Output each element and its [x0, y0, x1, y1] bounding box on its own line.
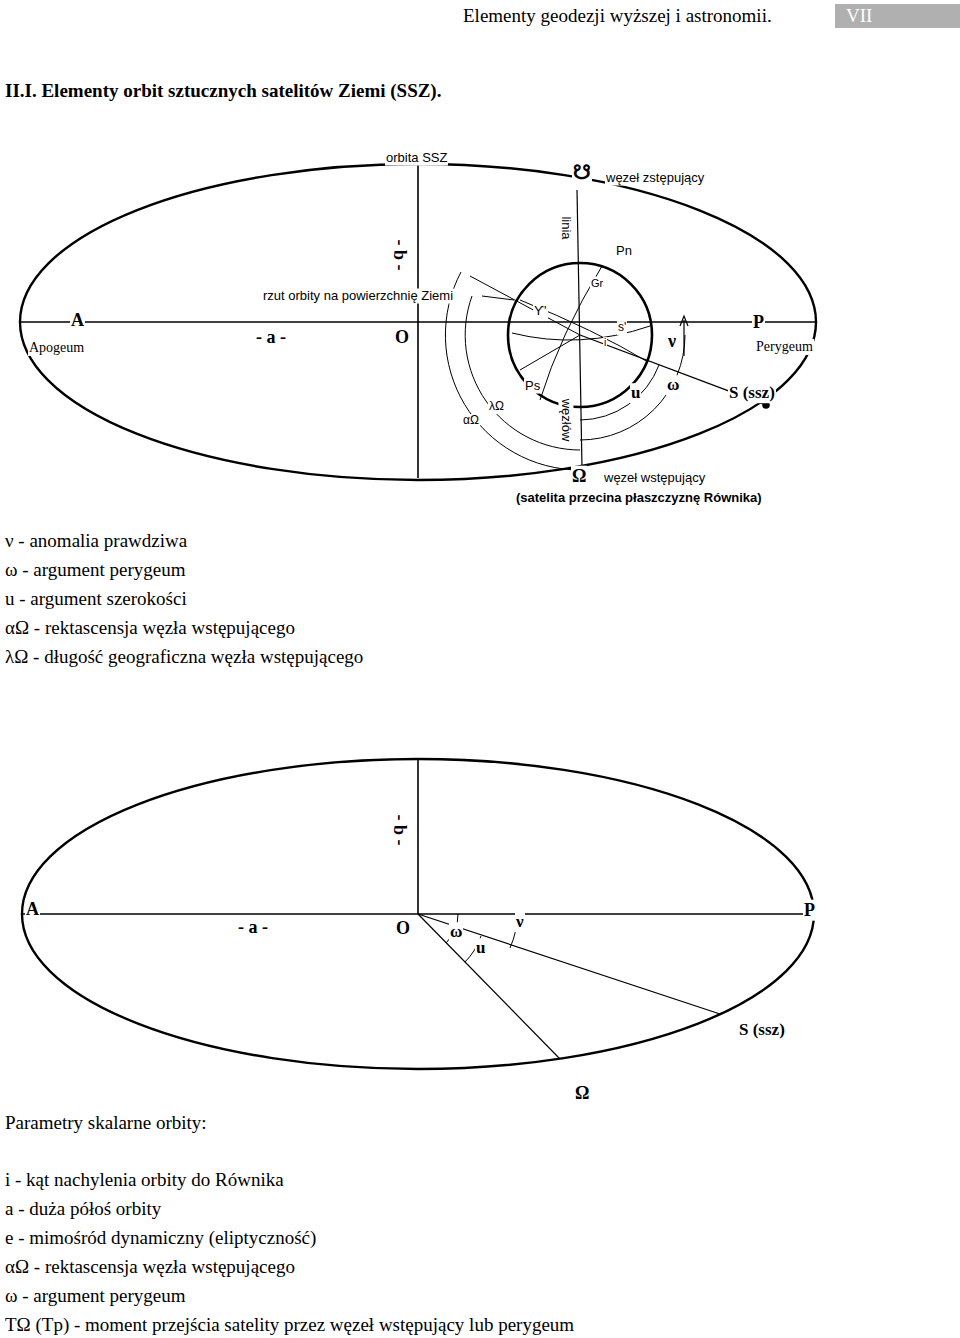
- arc-lambda: [465, 296, 580, 450]
- satellite-label: S (ssz): [728, 383, 776, 403]
- parameter: ω - argument perygeum: [4, 1285, 186, 1307]
- minor-axis: [417, 759, 419, 914]
- angle-label: ν: [515, 912, 525, 932]
- angle-label: ω: [666, 375, 680, 395]
- orbit-label: orbita SSZ: [385, 151, 448, 166]
- point-name: Perygeum: [755, 339, 814, 355]
- orbit-ellipse: [22, 759, 814, 1069]
- point-label: A: [70, 310, 85, 331]
- arrow-head: [680, 316, 688, 326]
- parameter: e - mimośród dynamiczny (eliptyczność): [4, 1227, 317, 1249]
- definition: αΩ - rektascensja węzła wstępującego: [4, 617, 296, 639]
- axis-label: - b -: [390, 239, 411, 272]
- arc-alpha: [445, 272, 580, 470]
- line-of-nodes: [577, 190, 582, 468]
- parameter: a - duża półoś orbity: [4, 1198, 162, 1220]
- definition: ω - argument perygeum: [4, 559, 186, 581]
- section-title: II.I. Elementy orbit sztucznych satelitó…: [4, 80, 442, 102]
- arrow-shaft: [683, 320, 684, 356]
- meridian-label: Gr: [590, 277, 604, 290]
- definition: ν - anomalia prawdziwa: [4, 530, 188, 552]
- node-radius: [418, 914, 560, 1059]
- page-header: Elementy geodezji wyższej i astronomii.: [462, 5, 773, 27]
- angle-label: i: [603, 337, 607, 349]
- definition: λΩ - długość geograficzna węzła wstępują…: [4, 646, 364, 668]
- angle-label: λΩ: [488, 400, 505, 414]
- center-label: O: [394, 327, 410, 348]
- node-note: (satelita przecina płaszczyznę Równika): [515, 491, 763, 506]
- angle-label: ν: [667, 331, 677, 352]
- satellite-label: S (ssz): [738, 1020, 786, 1040]
- angle-label: αΩ: [462, 414, 480, 428]
- satellite-radius: [418, 914, 720, 1014]
- axis-label: - a -: [237, 917, 269, 938]
- leader-line: [482, 296, 514, 300]
- angle-label: ω: [449, 922, 463, 942]
- line-label: węzłów: [559, 398, 574, 443]
- point-label: ϒ': [533, 304, 548, 319]
- equator: [512, 326, 650, 340]
- point-label: s': [617, 321, 627, 335]
- section-heading: Parametry skalarne orbity:: [4, 1112, 208, 1134]
- node-label: węzeł wstępujący: [603, 471, 706, 486]
- definition: u - argument szerokości: [4, 588, 188, 610]
- vernal-direction: [470, 276, 580, 335]
- projection-label: rzut orbity na powierzchnię Ziemi: [262, 289, 454, 304]
- angle-label: u: [475, 938, 486, 958]
- axis-label: - b -: [390, 814, 411, 847]
- minor-axis: [417, 164, 419, 478]
- node-symbol: Ω: [571, 466, 587, 487]
- orbit-ellipse: [20, 164, 816, 480]
- parameter: αΩ - rektascensja węzła wstępującego: [4, 1256, 296, 1278]
- pole-label: Pn: [615, 244, 633, 259]
- axis-label: - a -: [255, 327, 287, 348]
- center-label: O: [395, 918, 411, 939]
- chapter-tab: [835, 4, 960, 28]
- parameter: TΩ (Tp) - moment przejścia satelity prze…: [4, 1314, 575, 1336]
- arc-u: [580, 365, 659, 420]
- chapter-number: VII: [845, 5, 873, 27]
- node-symbol: ☋: [572, 161, 592, 184]
- ps-direction: [520, 335, 580, 370]
- node-label: węzeł zstępujący: [605, 171, 705, 186]
- orbit-projection: [520, 300, 648, 362]
- node-symbol: Ω: [574, 1083, 590, 1104]
- point-label: P: [752, 312, 765, 333]
- pole-label: Ps: [524, 379, 541, 394]
- point-name: Apogeum: [28, 340, 85, 356]
- angle-label: u: [630, 383, 641, 403]
- point-label: A: [25, 899, 40, 920]
- line-label: linia: [559, 215, 574, 240]
- satellite-dot: [763, 402, 769, 408]
- point-label: P: [803, 900, 816, 921]
- parameter: i - kąt nachylenia orbity do Równika: [4, 1169, 285, 1191]
